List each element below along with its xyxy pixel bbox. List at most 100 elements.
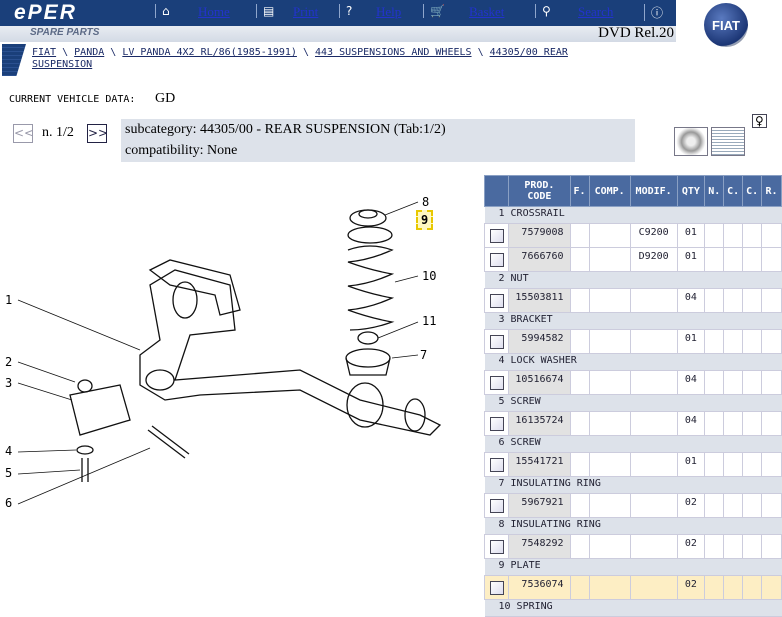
c-cell xyxy=(723,493,744,518)
modif-cell: C9200 xyxy=(629,223,678,248)
prev-page-button[interactable]: << xyxy=(13,124,34,143)
select-checkbox[interactable] xyxy=(489,540,504,554)
callout-4[interactable]: 4 xyxy=(5,444,13,458)
column-header: COMP. xyxy=(588,175,631,207)
select-checkbox[interactable] xyxy=(489,294,504,308)
hint-bulb-icon[interactable]: ♀ xyxy=(752,114,767,128)
comp-cell xyxy=(588,452,631,477)
select-checkbox[interactable] xyxy=(489,253,504,267)
c-cell xyxy=(742,247,763,272)
c-cell xyxy=(723,370,744,395)
home-icon[interactable]: ⌂ xyxy=(155,4,170,18)
crossrail-drawing xyxy=(69,259,442,482)
qty-cell: 04 xyxy=(676,370,706,395)
group-label: 9 PLATE xyxy=(484,558,782,576)
print-icon[interactable]: ▤ xyxy=(256,4,274,18)
column-header: PROD. CODE xyxy=(508,175,571,207)
breadcrumb-model[interactable]: LV PANDA 4X2 RL/86(1985-1991) xyxy=(122,47,297,58)
product-code: 5967921 xyxy=(508,493,571,518)
group-row: 10 SPRING xyxy=(484,599,782,617)
breadcrumb-subgroup[interactable]: 44305/00 REAR SUSPENSION xyxy=(32,47,568,70)
f-cell xyxy=(569,452,590,477)
nav-help-link[interactable]: Help xyxy=(376,4,402,19)
table-thumbnail-button[interactable] xyxy=(711,127,745,156)
group-row: 5 SCREW xyxy=(484,394,782,412)
checkbox-cell xyxy=(483,288,510,313)
basket-icon[interactable]: 🛒 xyxy=(423,4,445,18)
select-checkbox[interactable] xyxy=(489,335,504,349)
modif-cell xyxy=(629,329,678,354)
checkbox-cell xyxy=(483,534,510,559)
r-cell xyxy=(761,247,782,272)
nav-print-link[interactable]: Print xyxy=(293,4,319,19)
select-checkbox[interactable] xyxy=(489,581,504,595)
c-cell xyxy=(742,329,763,354)
nav-search-link[interactable]: Search xyxy=(578,4,614,19)
info-icon[interactable]: ⓘ xyxy=(644,4,663,21)
spare-parts-label: SPARE PARTS xyxy=(30,27,100,38)
callout-7[interactable]: 7 xyxy=(420,348,428,362)
callout-3[interactable]: 3 xyxy=(5,376,13,390)
c-cell xyxy=(723,575,744,600)
column-header: C. xyxy=(723,175,744,207)
c-cell xyxy=(742,288,763,313)
product-code: 7536074 xyxy=(508,575,571,600)
comp-cell xyxy=(588,370,631,395)
nav-home-link[interactable]: Home xyxy=(198,4,230,19)
qty-cell: 01 xyxy=(676,223,706,248)
search-icon[interactable]: ⚲ xyxy=(535,4,551,18)
comp-cell xyxy=(588,493,631,518)
callout-5[interactable]: 5 xyxy=(5,466,13,480)
select-checkbox[interactable] xyxy=(489,229,504,243)
r-cell xyxy=(761,452,782,477)
f-cell xyxy=(569,288,590,313)
modif-cell: D9200 xyxy=(629,247,678,272)
modif-cell xyxy=(629,452,678,477)
breadcrumb-group[interactable]: 443 SUSPENSIONS AND WHEELS xyxy=(315,47,472,58)
select-checkbox[interactable] xyxy=(489,417,504,431)
wheel-thumbnail-button[interactable] xyxy=(674,127,708,156)
breadcrumb-panda[interactable]: PANDA xyxy=(74,47,105,58)
next-page-button[interactable]: >> xyxy=(87,124,108,143)
product-code: 7548292 xyxy=(508,534,571,559)
callout-2[interactable]: 2 xyxy=(5,355,13,369)
callout-9-selected[interactable]: 9 xyxy=(416,210,434,230)
column-header: F. xyxy=(569,175,590,207)
select-checkbox[interactable] xyxy=(489,499,504,513)
callout-6[interactable]: 6 xyxy=(5,496,13,510)
group-row: 4 LOCK WASHER xyxy=(484,353,782,371)
f-cell xyxy=(569,534,590,559)
c-cell xyxy=(742,370,763,395)
modif-cell xyxy=(629,370,678,395)
n-cell xyxy=(704,452,725,477)
breadcrumb-fiat[interactable]: FIAT xyxy=(32,47,57,58)
checkbox-cell xyxy=(483,575,510,600)
nav-basket-link[interactable]: Basket xyxy=(469,4,505,19)
group-row: 8 INSULATING RING xyxy=(484,517,782,535)
callout-1[interactable]: 1 xyxy=(5,293,13,307)
help-icon[interactable]: ? xyxy=(339,4,352,18)
comp-cell xyxy=(588,534,631,559)
callout-8[interactable]: 8 xyxy=(422,195,430,209)
group-label: 6 SCREW xyxy=(484,435,782,453)
column-header: MODIF. xyxy=(629,175,678,207)
select-checkbox[interactable] xyxy=(489,376,504,390)
callout-10[interactable]: 10 xyxy=(422,269,437,283)
callout-11[interactable]: 11 xyxy=(422,314,437,328)
group-row: 1 CROSSRAIL xyxy=(484,206,782,224)
f-cell xyxy=(569,247,590,272)
select-checkbox[interactable] xyxy=(489,458,504,472)
column-header: R. xyxy=(761,175,782,207)
c-cell xyxy=(742,534,763,559)
r-cell xyxy=(761,223,782,248)
